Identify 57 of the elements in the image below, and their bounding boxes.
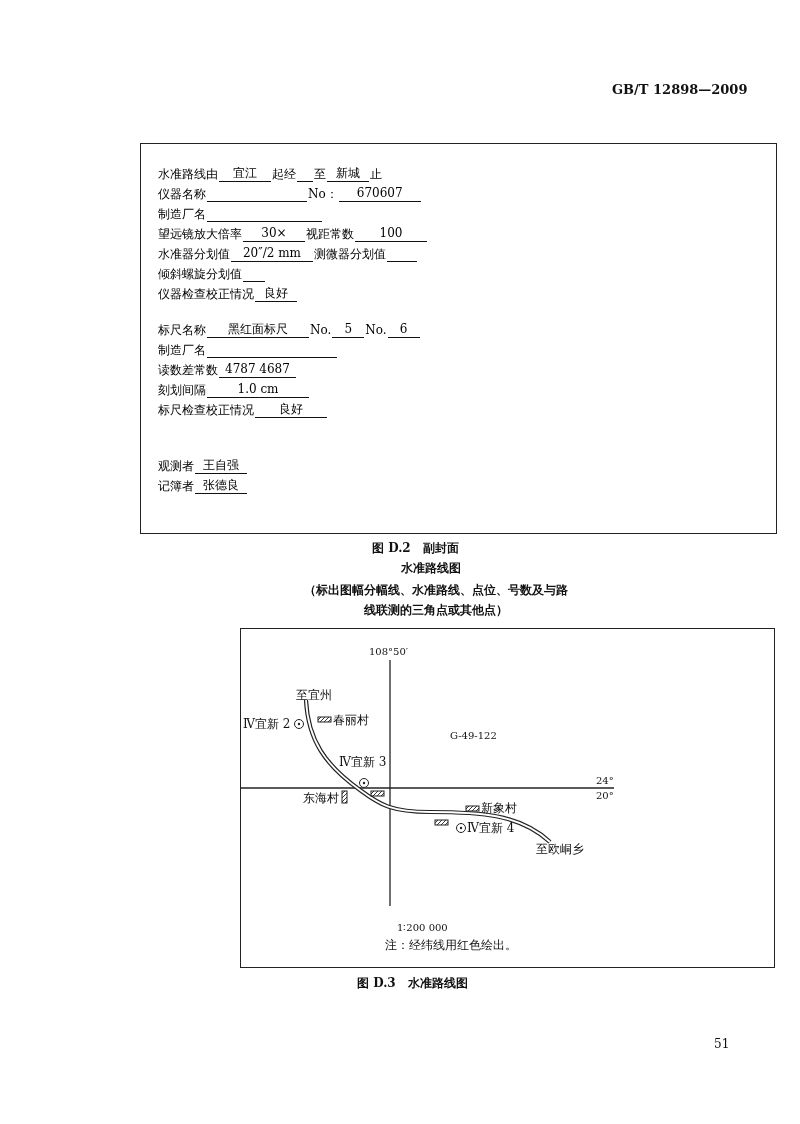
page-number: 51 [714,1036,730,1052]
place-label: 春丽村 [333,712,369,728]
field-label: 倾斜螺旋分划值 [157,266,243,282]
coordinate-label: 24° [596,774,614,788]
field-label: 视距常数 [305,226,355,242]
field-label: 记簿者 [157,478,195,494]
place-label: 东海村 [303,790,339,806]
coordinate-label: 20° [596,789,614,803]
benchmark-label: Ⅳ宜新 2 [243,716,291,732]
field-label: 水准器分划值 [157,246,231,262]
field-value: 30× [243,225,305,242]
field-value: 1.0 cm [207,381,309,398]
field-label: 读数差常数 [157,362,219,378]
note-text: 注：经纬线用红色绘出。 [385,937,517,953]
field-label: No. [309,322,333,338]
field-label: No. [364,322,388,338]
field-label: 观测者 [157,458,195,474]
field-label: 望远镜放大倍率 [157,226,243,242]
field-value: 良好 [255,285,297,302]
field-label: 止 [369,166,383,182]
field-label: 测微器分划值 [313,246,387,262]
benchmark-label: Ⅳ宜新 4 [467,820,515,836]
place-label: 至欧峒乡 [536,841,584,857]
field-label: 起经 [271,166,297,182]
benchmark-label: Ⅳ宜新 3 [339,754,387,770]
field-label: 制造厂名 [157,342,207,358]
coordinate-label: 108°50′ [369,645,409,659]
field-value: 黑红面标尺 [207,321,309,338]
field-label: 标尺检查校正情况 [157,402,255,418]
sheet-number: G-49-122 [450,729,497,743]
place-label: 新象村 [481,800,517,816]
field-value: 宜江 [219,165,271,182]
field-label: 刻划间隔 [157,382,207,398]
field-value: 6 [387,321,420,338]
field-value: 良好 [255,401,327,418]
figure-title: 水准路线图 [401,560,461,576]
figure-caption: 图 D.3 水准路线图 [357,975,468,991]
field-label: 标尺名称 [157,322,207,338]
field-label: 水准路线由 [157,166,219,182]
figure-caption: 图 D.2 副封面 [372,540,459,556]
scale-label: 1∶200 000 [397,921,448,935]
field-label: 仪器名称 [157,186,207,202]
place-label: 至宜州 [296,687,332,703]
standard-number: GB/T 12898—2009 [612,82,748,98]
field-label: 制造厂名 [157,206,207,222]
field-value: 新城 [327,165,369,182]
field-label: 至 [313,166,327,182]
field-value: 王自强 [195,457,247,474]
field-value: 20″/2 mm [231,245,313,262]
field-value: 张德良 [195,477,247,494]
field-value: 670607 [338,185,421,202]
field-value: 4787 4687 [219,361,296,378]
field-value: 5 [332,321,365,338]
field-label: 仪器检查校正情况 [157,286,255,302]
field-label: No： [307,186,339,202]
subtitle-note: （标出图幅分幅线、水准路线、点位、号数及与路线联测的三角点或其他点） [303,582,569,619]
field-value: 100 [355,225,427,242]
